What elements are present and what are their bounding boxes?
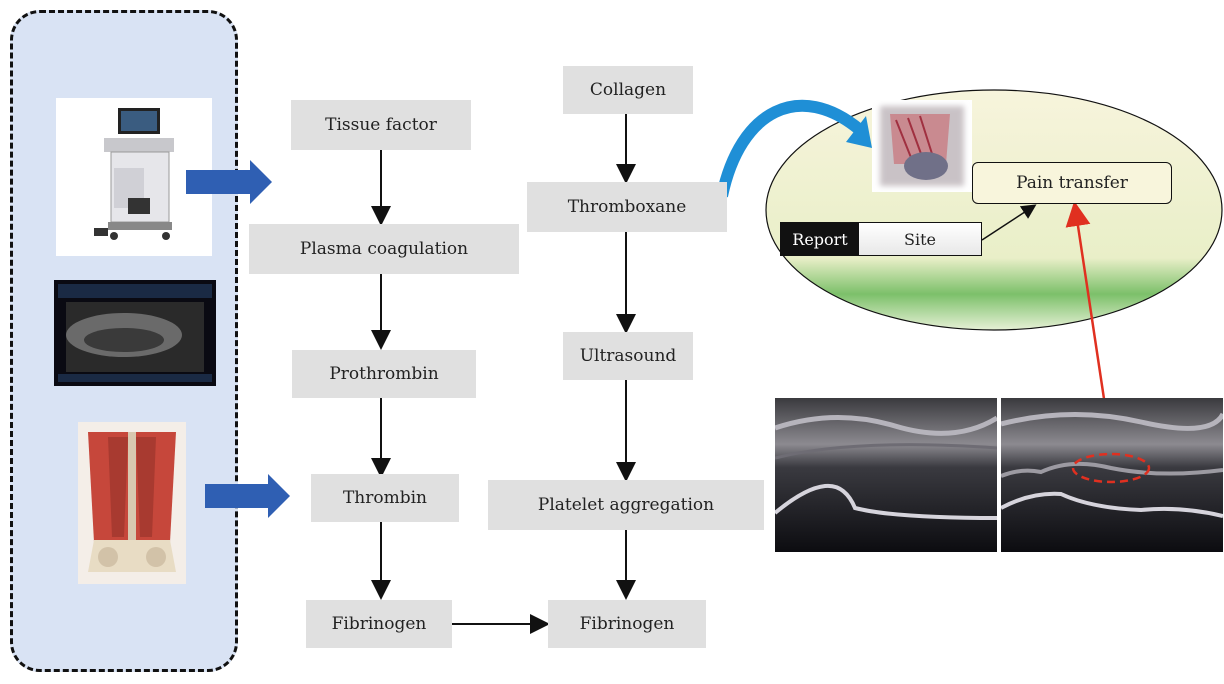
- report-label: Report: [781, 223, 859, 255]
- blue-arrow-bottom: [205, 474, 290, 518]
- box-fibrinogen-left: Fibrinogen: [306, 600, 452, 648]
- blue-arrow-top: [186, 160, 272, 204]
- box-thrombin: Thrombin: [311, 474, 459, 522]
- box-platelet-aggregation: Platelet aggregation: [488, 480, 764, 530]
- report-site-bar: Report Site: [780, 222, 982, 256]
- spine-image-icon: [872, 100, 972, 192]
- box-thromboxane: Thromboxane: [527, 182, 727, 232]
- site-label: Site: [859, 223, 981, 255]
- box-plasma-coagulation: Plasma coagulation: [249, 224, 519, 274]
- callout-ellipse: [766, 90, 1222, 330]
- pain-transfer-box: Pain transfer: [972, 162, 1172, 204]
- ultrasound-image-left: [775, 398, 997, 552]
- ultrasound-image-right: [1001, 398, 1223, 552]
- box-collagen: Collagen: [563, 66, 693, 114]
- pain-transfer-label: Pain transfer: [973, 173, 1171, 193]
- box-tissue-factor: Tissue factor: [291, 100, 471, 150]
- box-ultrasound: Ultrasound: [563, 332, 693, 380]
- box-prothrombin: Prothrombin: [292, 350, 476, 398]
- box-fibrinogen-right: Fibrinogen: [548, 600, 706, 648]
